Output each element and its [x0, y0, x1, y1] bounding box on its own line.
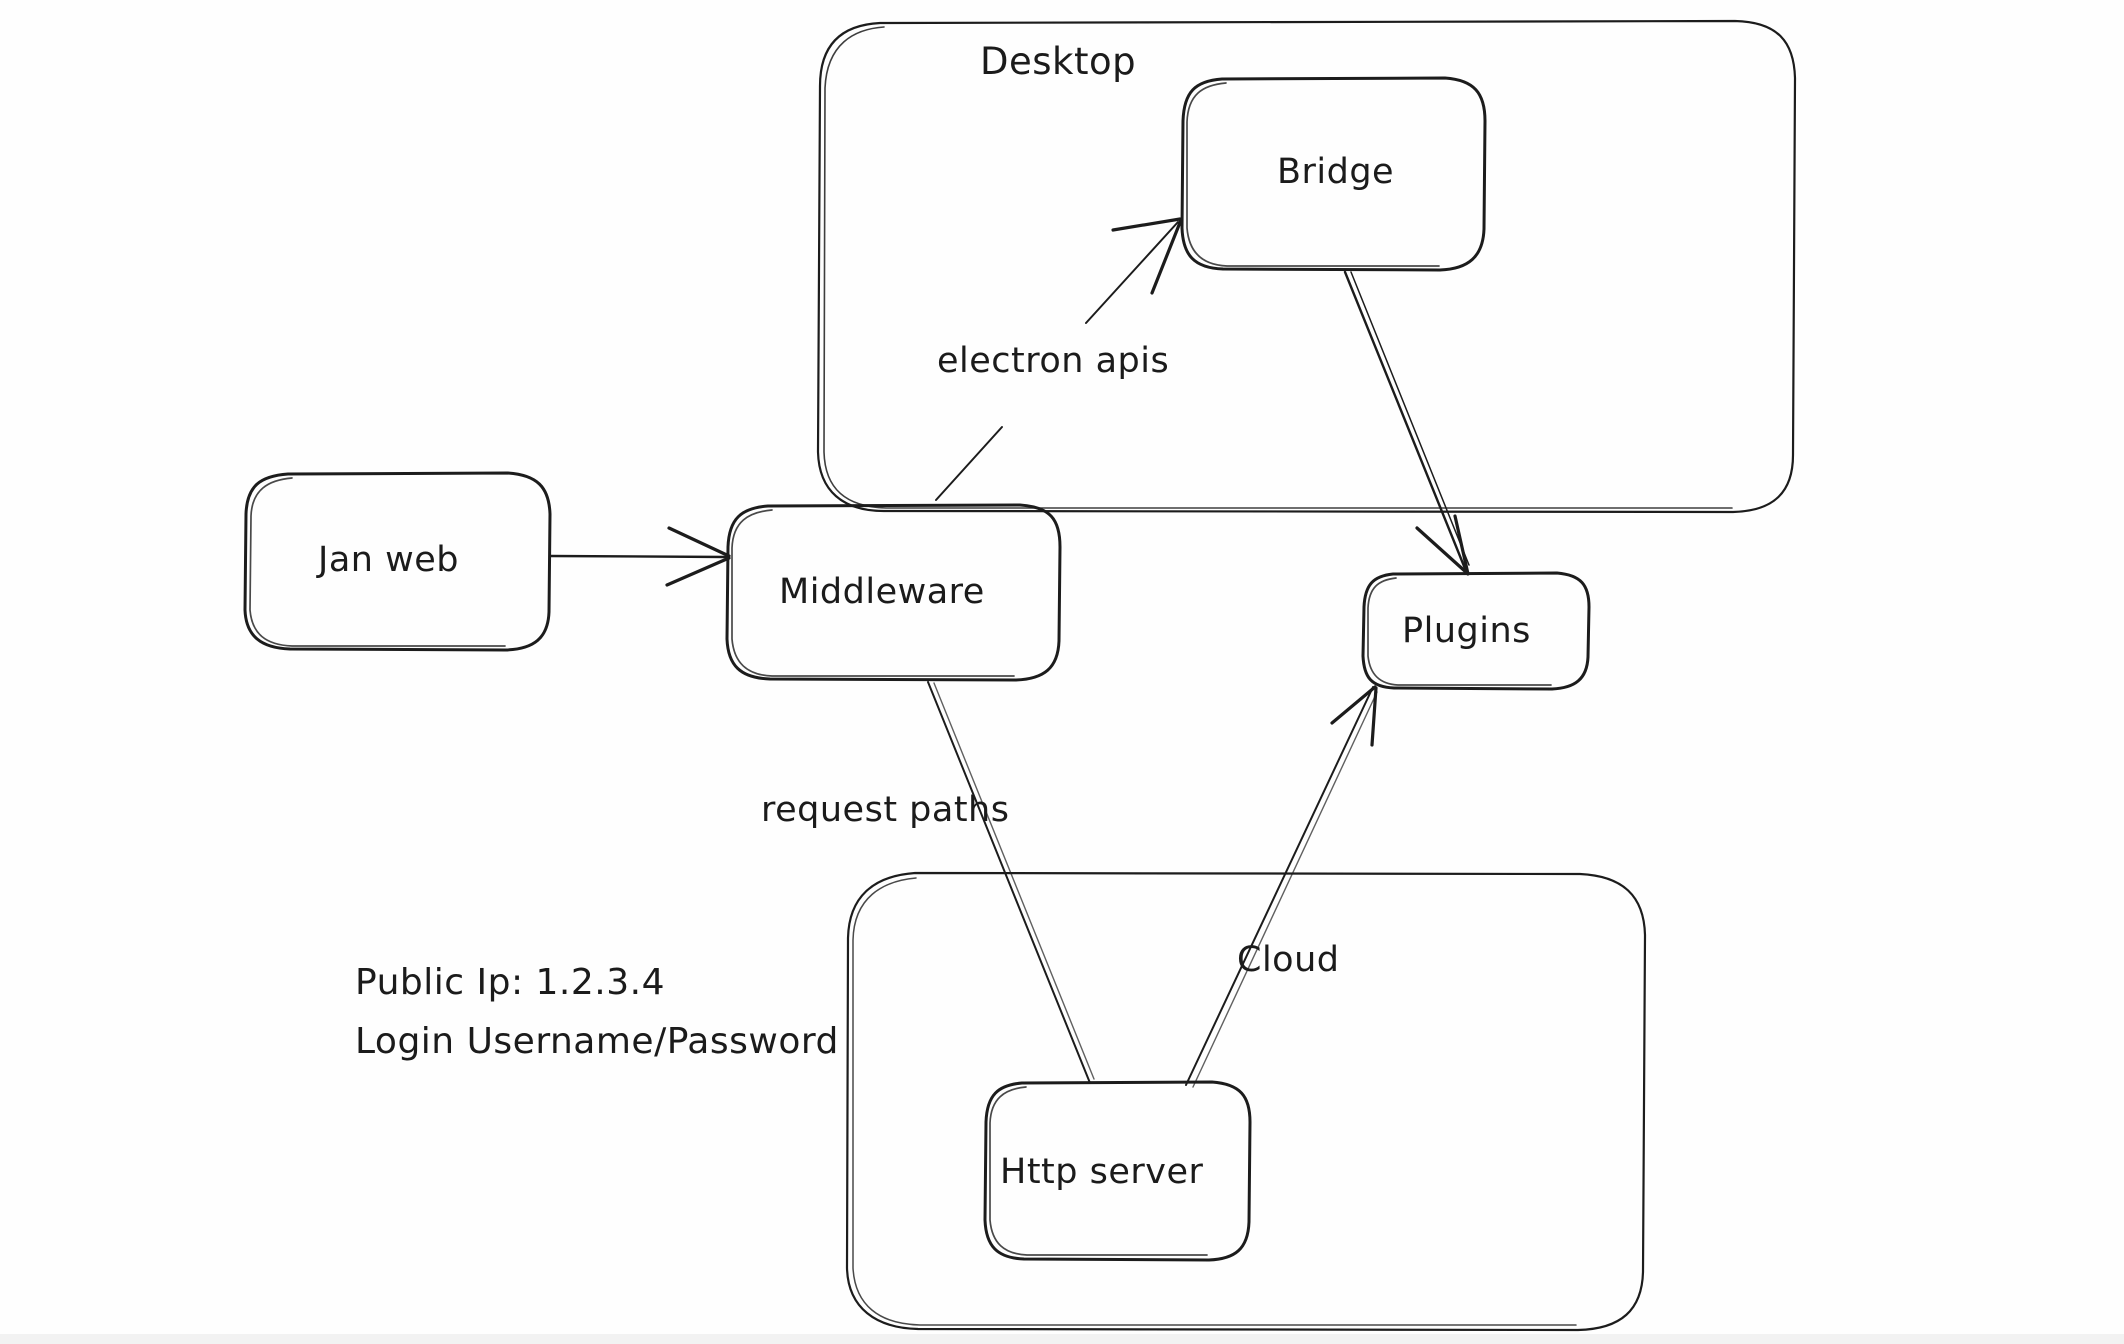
edge-line: [548, 554, 729, 559]
node-bridge[interactable]: [1180, 76, 1487, 272]
arrowhead-right-barb: [1453, 514, 1470, 576]
cloud-group-outline: [845, 871, 1647, 1332]
edge-label-electron-apis: electron apis: [937, 341, 1170, 381]
node-jan-web[interactable]: [243, 471, 552, 652]
edge-line-upper-seg: [1085, 221, 1179, 324]
edge-middleware-to-bridge: [935, 217, 1183, 501]
note-public-ip: Public Ip: 1.2.3.4: [355, 962, 665, 1003]
desktop-group-outline-second-pass: [823, 26, 1733, 509]
arrowhead-upper-barb: [667, 526, 731, 558]
node-plugins[interactable]: [1361, 571, 1591, 691]
edge-jan-to-middleware: [548, 526, 731, 587]
node-label-http-server: Http server: [1000, 1152, 1204, 1192]
arrowhead-left-barb: [1111, 217, 1182, 232]
edge-middleware-to-http-server: [927, 681, 1095, 1084]
node-label-bridge: Bridge: [1277, 152, 1395, 192]
plugins-box-second-pass: [1367, 577, 1552, 686]
edge-line-second-pass: [1192, 691, 1378, 1088]
http-server-box-outline: [983, 1080, 1252, 1262]
bridge-box-second-pass: [1186, 82, 1440, 267]
plugins-box-outline: [1361, 571, 1591, 691]
arrowhead-left-barb: [1415, 526, 1469, 575]
node-label-plugins: Plugins: [1402, 611, 1531, 651]
bridge-box-outline: [1180, 76, 1487, 272]
note-login-credentials: Login Username/Password: [355, 1021, 839, 1062]
middleware-box-second-pass: [731, 509, 1015, 677]
node-label-middleware: Middleware: [779, 572, 985, 612]
jan-web-box-second-pass: [249, 477, 506, 647]
edge-label-request-paths: request paths: [761, 790, 1010, 830]
desktop-group-outline: [816, 19, 1797, 514]
edge-line: [1343, 270, 1468, 573]
group-cloud[interactable]: [845, 871, 1647, 1332]
jan-web-box-outline: [243, 471, 552, 652]
arrowhead-left-barb: [1330, 685, 1377, 725]
node-middleware[interactable]: [725, 503, 1062, 682]
edge-bridge-to-plugins: [1343, 270, 1470, 576]
http-server-box-second-pass: [989, 1086, 1208, 1256]
node-label-jan-web: Jan web: [318, 540, 459, 580]
page-bottom-edge: [0, 1334, 2124, 1344]
edge-line-second-pass: [1350, 271, 1470, 566]
edge-line: [927, 681, 1091, 1084]
edge-line-second-pass: [933, 682, 1095, 1080]
node-http-server[interactable]: [983, 1080, 1252, 1262]
edge-http-server-to-plugins: [1185, 685, 1378, 1088]
arrowhead-right-barb: [1150, 218, 1183, 295]
edge-line: [1185, 686, 1374, 1086]
group-label-desktop: Desktop: [980, 40, 1137, 83]
edge-line-lower-seg: [935, 426, 1003, 501]
middleware-box-outline: [725, 503, 1062, 682]
arrowhead-right-barb: [1370, 686, 1378, 747]
arrowhead-lower-barb: [665, 556, 731, 587]
cloud-group-outline-second-pass: [852, 877, 1577, 1326]
edge-label-cloud: Cloud: [1237, 940, 1340, 980]
